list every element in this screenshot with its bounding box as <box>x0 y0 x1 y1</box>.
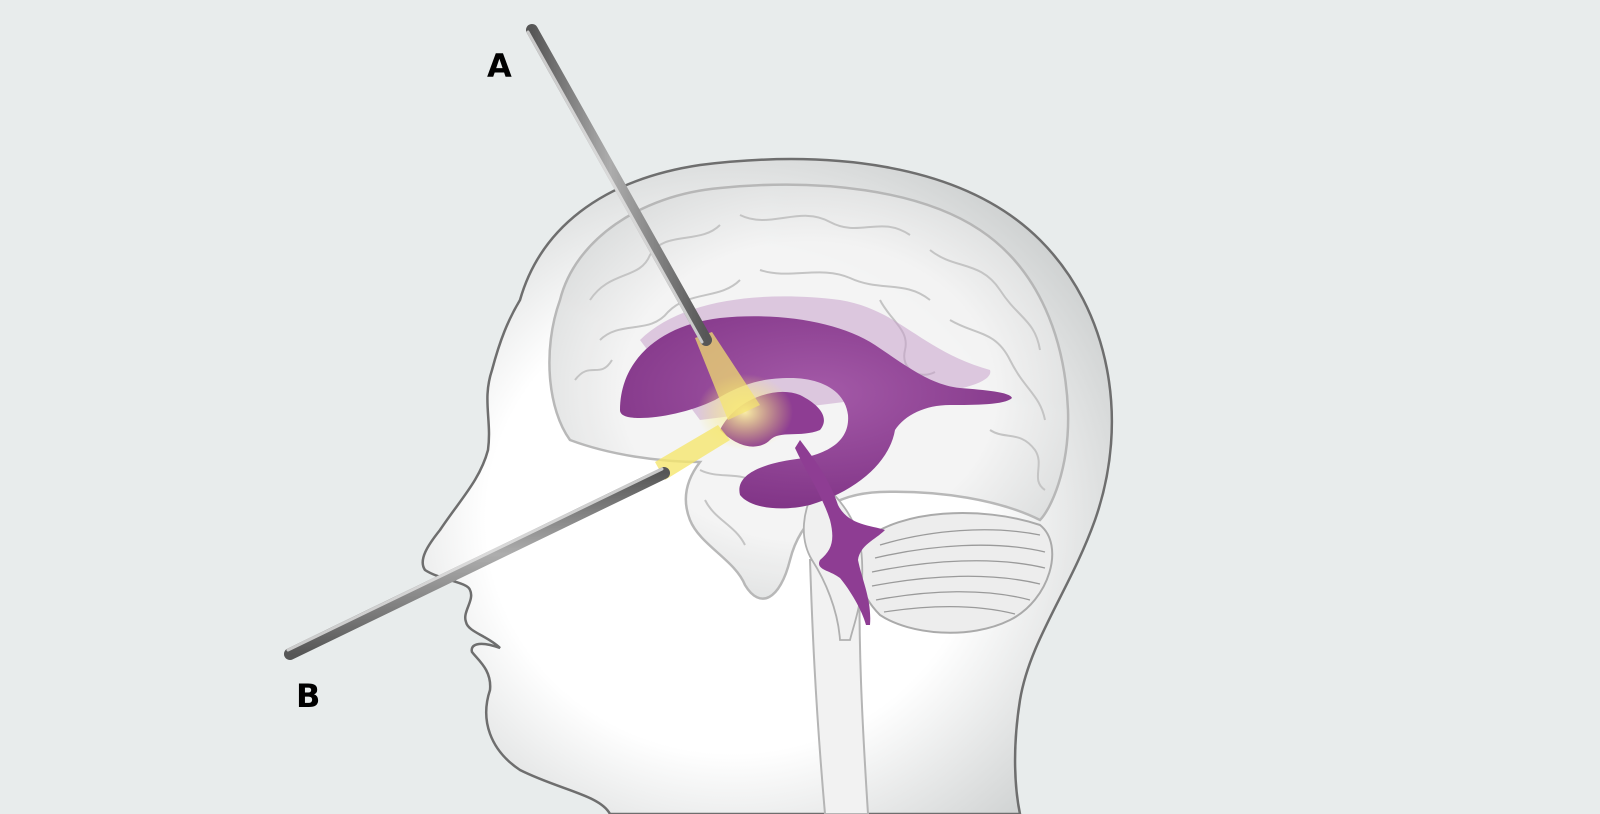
probe-b <box>284 467 670 660</box>
fourth-ventricle <box>795 440 885 625</box>
target-cone-b <box>655 425 730 480</box>
probe-a <box>526 24 712 346</box>
cerebellum <box>856 512 1054 634</box>
label-probe-b: B <box>296 677 321 715</box>
label-probe-a: A <box>487 47 512 85</box>
brain-gyri <box>574 214 1046 546</box>
target-cone-a <box>695 332 760 420</box>
